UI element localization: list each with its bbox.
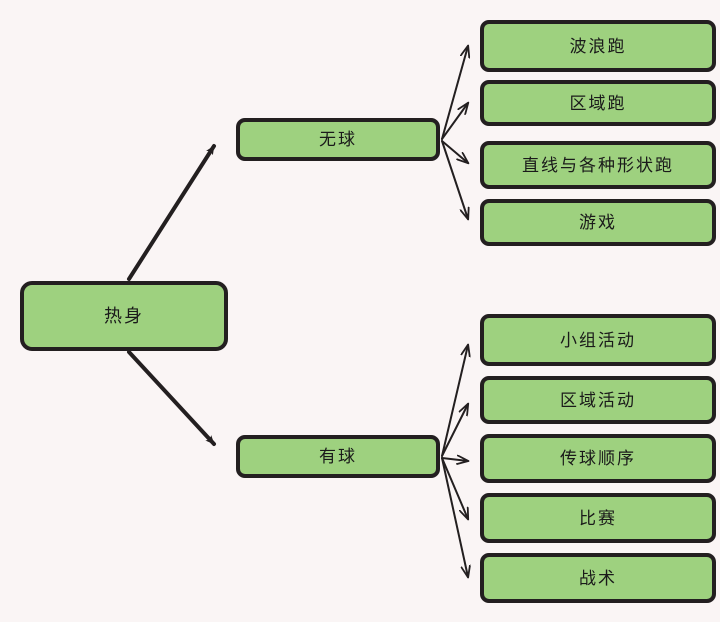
edge-with-ball-to-group-activity	[441, 345, 468, 457]
edge-no-ball-to-zone-run	[441, 103, 468, 140]
edge-no-ball-to-games	[441, 140, 468, 219]
edge-with-ball-to-zone-activity	[441, 404, 468, 457]
node-root-label: 热身	[104, 306, 144, 326]
node-leaf-tactics[interactable]: 战术	[480, 553, 716, 603]
node-leaf-line-shapes-run-label: 直线与各种形状跑	[522, 155, 674, 175]
edge-with-ball-to-tactics	[441, 457, 468, 577]
edge-root-to-with-ball	[127, 350, 216, 446]
node-branch-no-ball-label: 无球	[319, 130, 357, 149]
node-leaf-games-label: 游戏	[579, 213, 617, 232]
node-branch-with-ball[interactable]: 有球	[236, 435, 440, 478]
node-leaf-passing-order-label: 传球顺序	[560, 449, 636, 468]
edge-with-ball-to-passing-order	[441, 458, 468, 461]
node-leaf-match-label: 比赛	[579, 508, 617, 528]
node-leaf-wave-run[interactable]: 波浪跑	[480, 20, 716, 72]
edge-no-ball-to-wave-run	[441, 46, 468, 140]
node-leaf-match[interactable]: 比赛	[480, 493, 716, 543]
node-leaf-line-shapes-run[interactable]: 直线与各种形状跑	[480, 141, 716, 189]
edge-with-ball-to-match	[441, 457, 468, 519]
node-leaf-zone-activity-label: 区域活动	[560, 390, 636, 410]
node-leaf-group-activity-label: 小组活动	[560, 330, 636, 350]
node-leaf-games[interactable]: 游戏	[480, 199, 716, 246]
node-branch-no-ball[interactable]: 无球	[236, 118, 440, 161]
node-leaf-zone-activity[interactable]: 区域活动	[480, 376, 716, 424]
edge-no-ball-to-line-shapes-run	[441, 140, 468, 163]
edge-root-to-no-ball	[127, 144, 216, 281]
node-leaf-zone-run[interactable]: 区域跑	[480, 80, 716, 126]
node-leaf-zone-run-label: 区域跑	[569, 93, 627, 113]
node-leaf-wave-run-label: 波浪跑	[569, 36, 627, 56]
node-leaf-tactics-label: 战术	[579, 568, 617, 588]
node-branch-with-ball-label: 有球	[319, 447, 357, 466]
node-leaf-passing-order[interactable]: 传球顺序	[480, 434, 716, 483]
node-root[interactable]: 热身	[20, 281, 228, 351]
node-leaf-group-activity[interactable]: 小组活动	[480, 314, 716, 366]
